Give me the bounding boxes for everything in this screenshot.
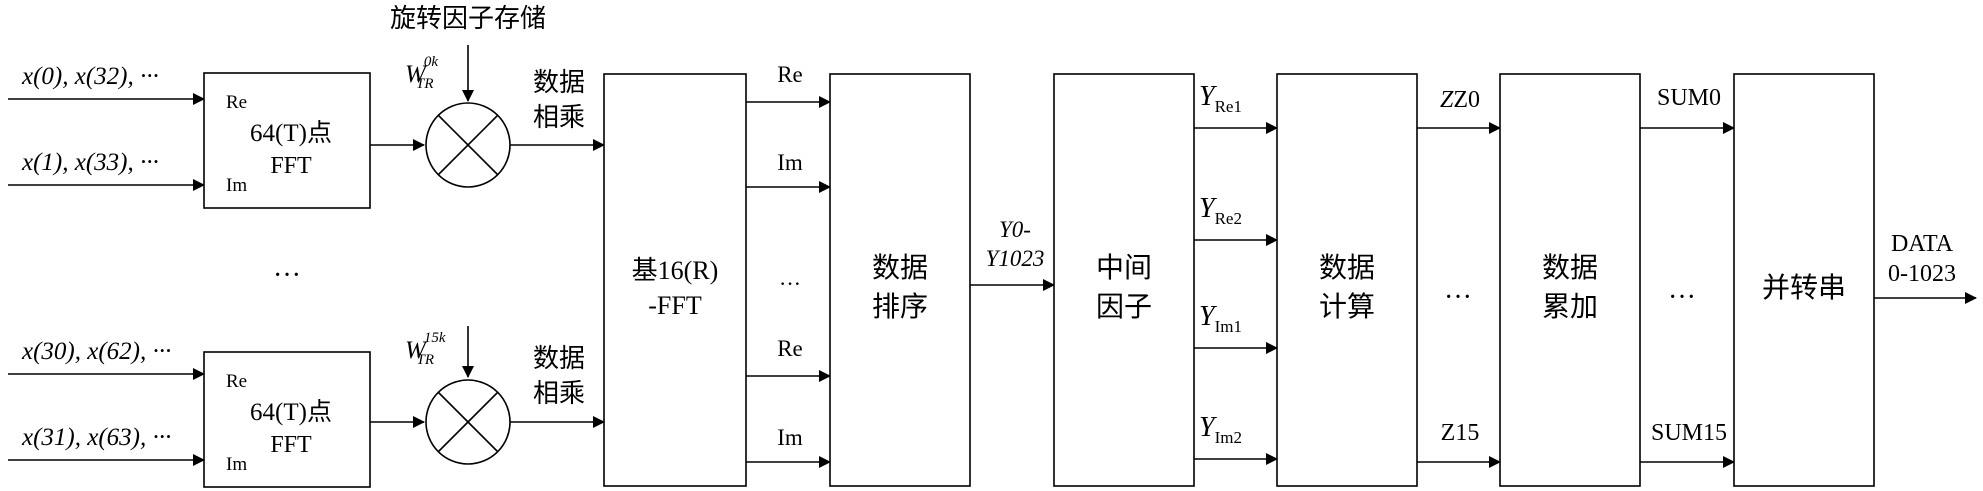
multiply-label-bot-line2: 相乘	[533, 379, 585, 408]
multiply-label-top-line2: 相乘	[533, 103, 585, 132]
data-compute-line2: 计算	[1319, 291, 1375, 323]
middle-factor-line1: 中间	[1096, 252, 1152, 284]
data-sort-line1: 数据	[872, 252, 928, 284]
data-accumulate-line2: 累加	[1542, 292, 1598, 323]
parallel-to-serial-label: 并转串	[1762, 272, 1846, 304]
fft-box-top-line1: 64(T)点	[250, 119, 332, 147]
mid-out-yre2: YRe2	[1199, 193, 1242, 228]
input-label-top2: x(1), x(33), ···	[21, 149, 159, 176]
z0-label: ZZ0	[1440, 87, 1480, 113]
radix-out-re-top: Re	[777, 62, 803, 87]
input-label-bot2: x(31), x(63), ···	[21, 424, 171, 451]
radix-out-im-top: Im	[777, 150, 803, 175]
fft-box-bottom-line1: 64(T)点	[250, 398, 332, 426]
radix16-fft-line1: 基16(R)	[632, 256, 719, 285]
data-sort-line2: 排序	[872, 291, 928, 323]
mid-out-yre1: YRe1	[1199, 81, 1242, 116]
data-compute-line1: 数据	[1319, 252, 1375, 284]
output-label-line1: DATA	[1891, 231, 1954, 257]
fft-box-bottom-im: Im	[226, 454, 247, 475]
z15-label: Z15	[1441, 420, 1480, 446]
data-accumulate-line1: 数据	[1542, 252, 1598, 284]
fft-groups-ellipsis: ···	[273, 260, 301, 291]
fft-box-bottom-re: Re	[226, 371, 247, 392]
parallel-to-serial-box: 并转串	[1733, 73, 1875, 487]
output-label-line2: 0-1023	[1888, 261, 1956, 287]
data-accumulate-box: 数据 累加	[1499, 73, 1641, 487]
sort-output-line2: Y1023	[986, 246, 1045, 271]
input-label-bot1: x(30), x(62), ···	[21, 338, 171, 365]
radix-out-ellipsis: ···	[779, 271, 801, 296]
data-sort-box: 数据 排序	[829, 73, 971, 487]
fft-box-top-line2: FFT	[270, 153, 312, 179]
multiply-label-top-line1: 数据	[533, 68, 585, 97]
sum15-label: SUM15	[1651, 420, 1727, 446]
multiplier-bottom	[425, 379, 511, 465]
multiplier-top	[425, 102, 511, 188]
input-label-top1: x(0), x(32), ···	[21, 63, 159, 90]
radix16-fft-line2: -FFT	[648, 291, 702, 320]
sort-output-line1: Y0-	[999, 217, 1031, 242]
radix-out-im-bottom: Im	[777, 425, 803, 450]
multiply-label-bot-line1: 数据	[533, 344, 585, 373]
fft-box-bottom: Re 64(T)点 FFT Im	[203, 351, 371, 488]
fft-box-top: Re 64(T)点 FFT Im	[203, 72, 371, 209]
radix16-fft-box: 基16(R) -FFT	[603, 73, 747, 487]
sum0-label: SUM0	[1657, 85, 1721, 111]
mid-out-yim1: YIm1	[1199, 301, 1242, 336]
accum-ellipsis: ···	[1668, 282, 1696, 313]
middle-factor-box: 中间 因子	[1053, 73, 1195, 487]
fft-box-top-im: Im	[226, 175, 247, 196]
middle-factor-line2: 因子	[1096, 292, 1152, 323]
fft-box-bottom-line2: FFT	[270, 432, 312, 458]
mid-out-yim2: YIm2	[1199, 412, 1242, 447]
fft-box-top-re: Re	[226, 92, 247, 113]
twiddle-storage-label: 旋转因子存储	[390, 4, 546, 33]
radix-out-re-bottom: Re	[777, 336, 803, 361]
compute-ellipsis: ···	[1444, 282, 1472, 313]
data-compute-box: 数据 计算	[1276, 73, 1418, 487]
